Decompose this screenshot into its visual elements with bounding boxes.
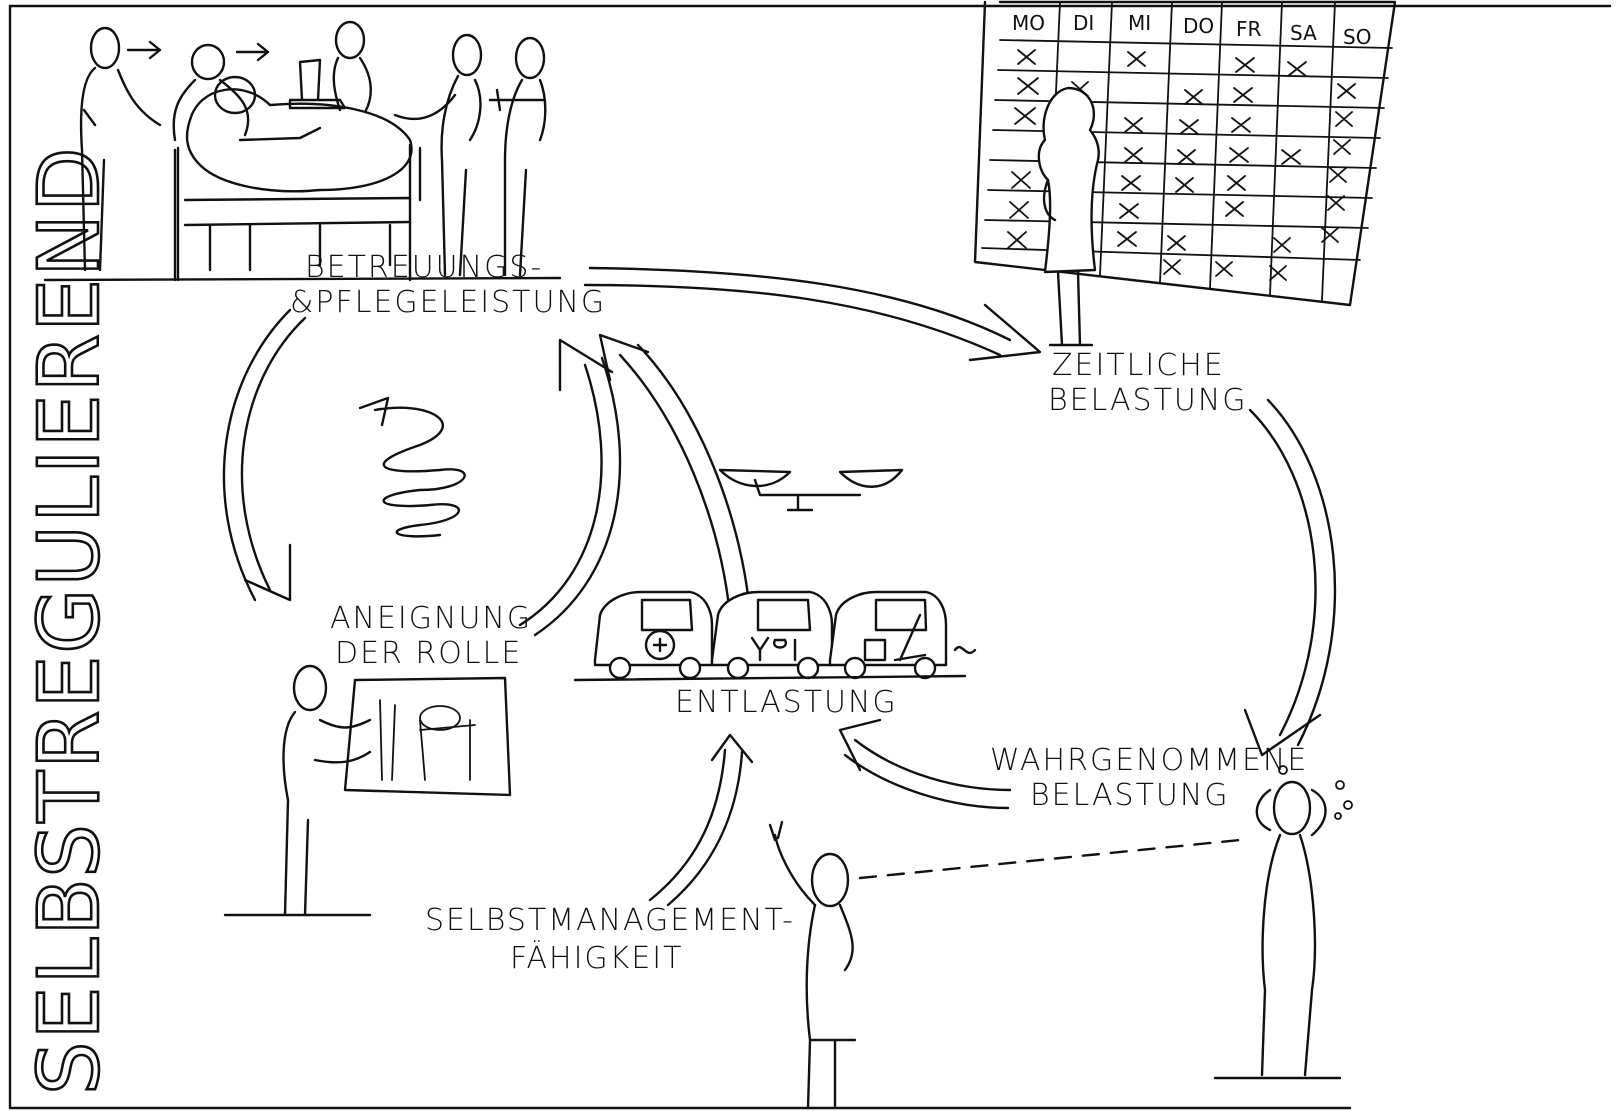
teaching-figure — [223, 664, 512, 917]
calendar-day-sa: SA — [1290, 21, 1317, 45]
calendar-day-mo: MO — [1012, 11, 1045, 35]
arrow-perceived-to-relief — [838, 718, 1012, 810]
relief-label: ENTLASTUNG — [675, 685, 898, 720]
calendar-day-fr: FR — [1236, 17, 1262, 41]
dashed-link — [858, 838, 1242, 880]
balance-scale-icon — [718, 468, 904, 512]
arrow-care-to-time — [583, 266, 1042, 362]
arrow-relief-to-care — [598, 333, 752, 617]
relief-vans — [573, 590, 977, 682]
calendar-day-mi: MI — [1128, 11, 1151, 35]
time-burden-label-1: ZEITLICHE — [1052, 348, 1225, 383]
calendar-figure — [1037, 86, 1100, 347]
perceived-label-1: WAHRGENOMMENE — [990, 743, 1308, 778]
role-label-2: DER ROLLE — [335, 636, 522, 671]
pointing-figure — [768, 820, 857, 1110]
spiral-icon — [358, 396, 466, 538]
perceived-label-2: BELASTUNG — [1030, 778, 1230, 813]
time-burden-label-2: BELASTUNG — [1048, 383, 1248, 418]
calendar-days: MO DI MI DO FR SA SO — [1012, 11, 1371, 49]
arrow-selfmgmt-to-relief — [648, 733, 754, 907]
selfmgmt-label-1: SELBSTMANAGEMENT- — [425, 903, 795, 938]
selfmgmt-label-2: FÄHIGKEIT — [510, 940, 683, 976]
role-label-1: ANEIGNUNG — [330, 601, 532, 636]
stressed-figure — [1213, 765, 1353, 1080]
calendar-day-do: DO — [1183, 14, 1214, 38]
ambulance-van-icon — [593, 590, 714, 680]
cleaning-van-icon — [828, 590, 977, 680]
meal-van-icon — [710, 590, 834, 680]
care-label-2: &PFLEGELEISTUNG — [290, 285, 606, 320]
arrow-time-to-perceived — [1243, 398, 1337, 757]
care-label-1: BETREUUNGS- — [305, 250, 543, 285]
frame — [8, 4, 1612, 1110]
side-title: SELBSTREGULIEREND — [20, 145, 118, 1095]
calendar-day-di: DI — [1073, 11, 1094, 35]
calendar-crosses — [1007, 49, 1356, 281]
calendar-day-so: SO — [1343, 25, 1371, 49]
arrow-care-to-role — [222, 308, 307, 602]
arrow-role-to-care — [518, 338, 622, 637]
care-bed-scene — [43, 20, 562, 282]
